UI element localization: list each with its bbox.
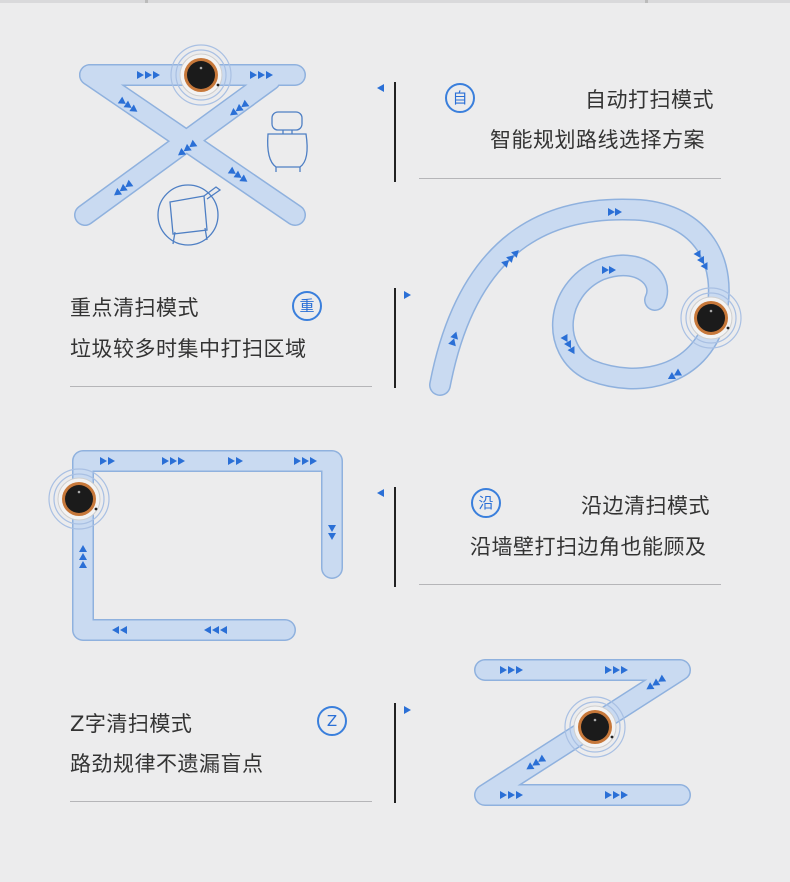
mode-badge-auto: 自	[445, 83, 475, 113]
mode-description: 智能规划路线选择方案	[490, 128, 705, 152]
auto-path-illustration	[74, 44, 308, 246]
vertical-divider	[394, 487, 396, 587]
mode-badge-spot: 重	[292, 291, 322, 321]
horizontal-divider	[419, 178, 721, 179]
horizontal-divider	[70, 801, 372, 802]
pointer-arrow-icon	[377, 84, 384, 92]
chair-icon	[267, 111, 308, 172]
mode-description: 垃圾较多时集中打扫区域	[70, 337, 307, 361]
table-icon	[157, 184, 222, 246]
mode-title: 重点清扫模式	[70, 296, 199, 320]
mode-badge-zigzag: Z	[317, 706, 347, 736]
vertical-divider	[394, 703, 396, 803]
spot-path-illustration	[429, 198, 742, 396]
auto-mode-section: 自 自动打扫模式 智能规划路线选择方案	[0, 0, 790, 250]
pointer-arrow-icon	[377, 489, 384, 497]
edge-path-illustration	[48, 450, 343, 641]
horizontal-divider	[419, 584, 721, 585]
mode-badge-edge: 沿	[471, 488, 501, 518]
vertical-divider	[394, 288, 396, 388]
pointer-arrow-icon	[404, 291, 411, 299]
robot-vacuum-icon	[564, 696, 626, 758]
mode-title: 沿边清扫模式	[581, 494, 710, 518]
mode-description: 沿墙壁打扫边角也能顾及	[470, 535, 707, 559]
mode-title: 自动打扫模式	[585, 88, 714, 112]
mode-description: 路劲规律不遗漏盲点	[70, 752, 264, 776]
horizontal-divider	[70, 386, 372, 387]
edge-mode-section: 沿 沿边清扫模式 沿墙壁打扫边角也能顾及	[48, 450, 721, 641]
vertical-divider	[394, 82, 396, 182]
mode-title: Z字清扫模式	[70, 712, 193, 736]
spot-mode-section: 重点清扫模式 重 垃圾较多时集中打扫区域	[0, 0, 790, 420]
pointer-arrow-icon	[404, 706, 411, 714]
top-divider	[0, 0, 790, 3]
